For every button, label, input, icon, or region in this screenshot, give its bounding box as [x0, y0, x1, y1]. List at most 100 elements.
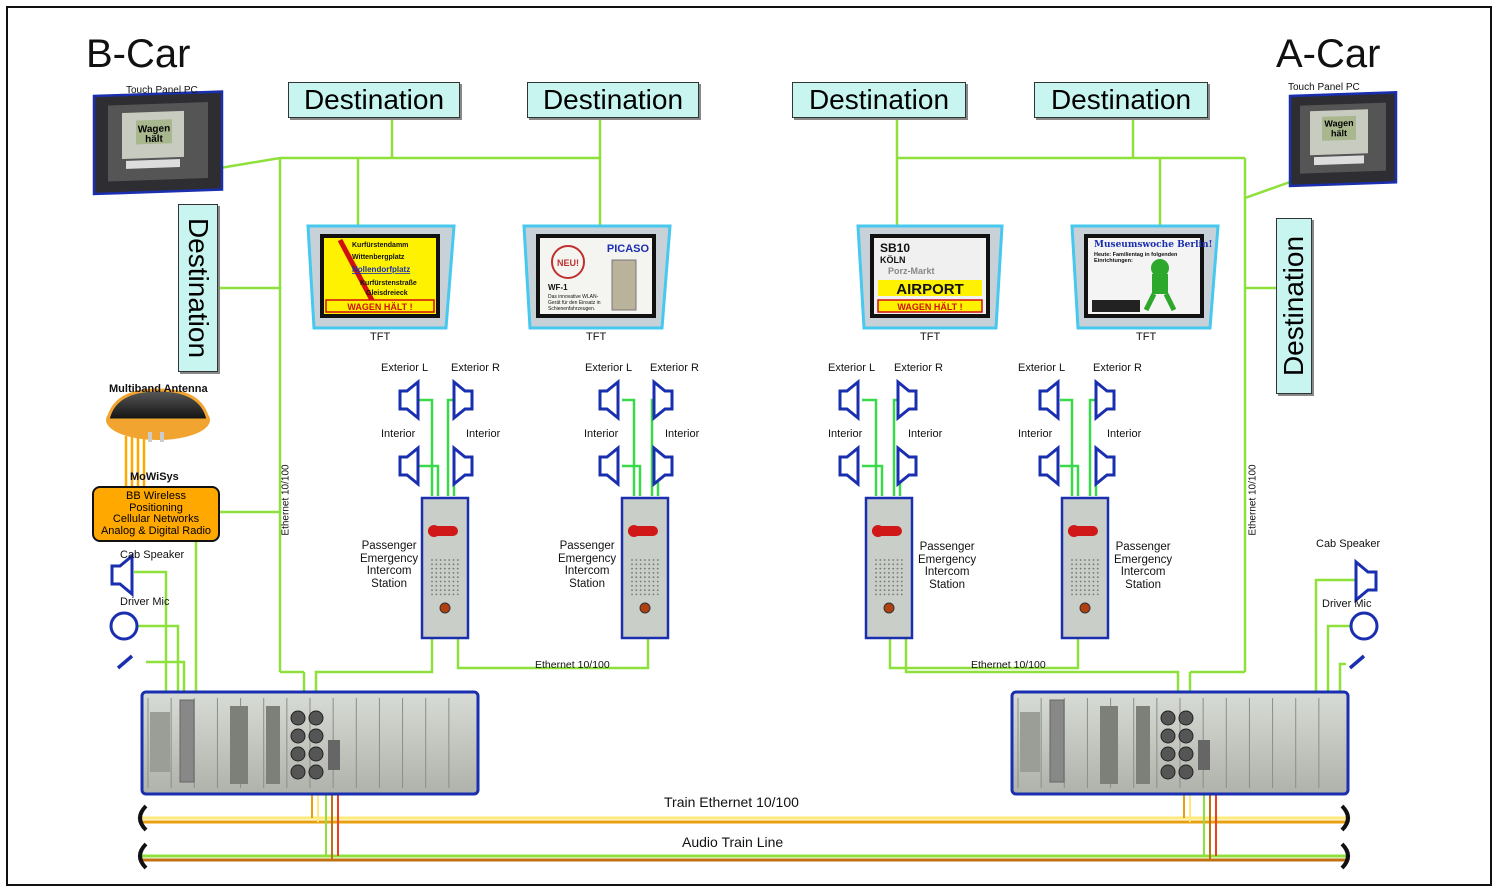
antenna-label: Multiband Antenna	[109, 383, 208, 395]
ethernet-label-vertical-right: Ethernet 10/100	[1247, 464, 1259, 536]
mowisys-line-3: Cellular Networks	[112, 513, 200, 525]
exterior-l-label-2: Exterior L	[585, 362, 633, 374]
svg-text:Gerät für den Einsatz in: Gerät für den Einsatz in	[548, 300, 601, 306]
intercom-label-1: Passenger Emergency Intercom Station	[360, 540, 418, 590]
intercom-station-1	[420, 496, 470, 640]
intercom-station-4	[1060, 496, 1110, 640]
train-ethernet-label: Train Ethernet 10/100	[664, 794, 799, 810]
cab-speaker-left-icon	[110, 552, 134, 598]
intercom-label-4-line-2: Emergency	[1114, 553, 1173, 566]
interior-r-label-4: Interior	[1107, 428, 1142, 440]
intercom-label-1-line-2: Emergency	[360, 552, 419, 565]
exterior-r-speaker-2-icon	[652, 378, 674, 422]
intercom-label-4-line-3: Intercom	[1120, 566, 1166, 578]
destination-box-2: Destination	[527, 82, 699, 118]
svg-text:SB10: SB10	[880, 241, 910, 255]
svg-text:Kurfürstenstraße: Kurfürstenstraße	[360, 280, 417, 287]
tft-monitor-4: Museumswoche Berlin! Heute: Familientag …	[1070, 224, 1220, 330]
intercom-label-3-line-2: Emergency	[918, 553, 977, 566]
interior-r-speaker-3-icon	[896, 444, 918, 488]
intercom-label-3-line-4: Station	[929, 578, 965, 591]
cab-speaker-left-label: Cab Speaker	[120, 549, 185, 561]
intercom-label-4-line-4: Station	[1125, 578, 1161, 591]
svg-text:Wittenbergplatz: Wittenbergplatz	[352, 254, 405, 261]
exterior-r-label-3: Exterior R	[894, 362, 943, 374]
exterior-l-speaker-4-icon	[1038, 378, 1060, 422]
control-racks	[140, 690, 1350, 796]
interior-l-speaker-2-icon	[598, 444, 620, 488]
intercom-station-2	[620, 496, 670, 640]
exterior-l-label-3: Exterior L	[828, 362, 876, 374]
exterior-r-speaker-1-icon	[452, 378, 474, 422]
mowisys-title: MoWiSys	[130, 471, 179, 483]
control-rack-1	[140, 690, 480, 796]
interior-r-label-1: Interior	[466, 428, 501, 440]
destination-box-4: Destination	[1034, 82, 1208, 118]
intercom-label-1-line-1: Passenger	[361, 540, 417, 552]
intercom-label-2-line-3: Intercom	[564, 565, 610, 577]
tft-label-1: TFT	[370, 331, 391, 343]
mowisys-line-4: Analog & Digital Radio	[100, 524, 212, 537]
intercom-label-2-line-2: Emergency	[558, 552, 617, 565]
tft-label-4: TFT	[1136, 331, 1157, 343]
exterior-l-speaker-1-icon	[398, 378, 420, 422]
svg-text:Nollendorfplatz: Nollendorfplatz	[352, 265, 410, 274]
mowisys-line-1: BB Wireless	[126, 490, 186, 502]
exterior-r-label-2: Exterior R	[650, 362, 699, 374]
antenna-cables	[124, 436, 146, 488]
control-rack-2	[1010, 690, 1350, 796]
intercom-label-4: Passenger Emergency Intercom Station	[1114, 541, 1172, 591]
svg-text:WAGEN HÄLT !: WAGEN HÄLT !	[897, 302, 962, 312]
intercom-label-3-line-3: Intercom	[924, 566, 970, 578]
driver-mic-left-icon	[109, 611, 139, 641]
cab-speaker-right-label: Cab Speaker	[1316, 538, 1381, 550]
intercom-stations	[420, 496, 1110, 640]
svg-text:PICASO: PICASO	[607, 243, 650, 255]
interior-r-label-2: Interior	[665, 428, 700, 440]
touch-panel-right: Wagen hält	[1288, 91, 1398, 188]
intercom-label-1-line-3: Intercom	[366, 565, 412, 577]
destination-box-1: Destination	[288, 82, 460, 118]
svg-text:Heute: Familientag in folgende: Heute: Familientag in folgenden	[1094, 252, 1178, 258]
mowisys-box: BB Wireless Positioning Cellular Network…	[92, 486, 220, 542]
destination-box-vertical-right: Destination	[1276, 218, 1312, 394]
svg-text:Wagen: Wagen	[138, 123, 170, 135]
exterior-r-speaker-4-icon	[1094, 378, 1116, 422]
switch-left-icon	[116, 654, 134, 670]
driver-mic-left-label: Driver Mic	[120, 596, 170, 608]
ethernet-label-vertical-left: Ethernet 10/100	[280, 464, 292, 536]
destination-vertical-left-text: Destination	[183, 217, 214, 359]
svg-text:KÖLN: KÖLN	[880, 255, 906, 265]
exterior-l-speaker-3-icon	[838, 378, 860, 422]
tft-label-3: TFT	[920, 331, 941, 343]
cab-speaker-right-icon	[1354, 558, 1378, 604]
interior-r-speaker-2-icon	[652, 444, 674, 488]
driver-mic-right-icon	[1349, 611, 1379, 641]
cab-devices	[109, 552, 1379, 670]
svg-text:WF-1: WF-1	[548, 283, 568, 292]
svg-text:Das innovative WLAN-: Das innovative WLAN-	[548, 294, 599, 300]
touch-panel-left-label: Touch Panel PC	[126, 85, 198, 96]
car-label-right: A-Car	[1276, 32, 1381, 76]
multiband-antenna	[106, 388, 210, 442]
interior-l-label-2: Interior	[584, 428, 619, 440]
driver-mic-right-label: Driver Mic	[1322, 598, 1372, 610]
interior-l-label-4: Interior	[1018, 428, 1053, 440]
speakers	[398, 378, 1116, 488]
car-label-left: B-Car	[86, 32, 191, 76]
audio-train-line-label: Audio Train Line	[682, 834, 784, 850]
exterior-l-speaker-2-icon	[598, 378, 620, 422]
ethernet-label-intercom-right: Ethernet 10/100	[971, 659, 1046, 671]
exterior-r-speaker-3-icon	[896, 378, 918, 422]
intercom-label-2-line-4: Station	[569, 577, 605, 590]
exterior-l-label-4: Exterior L	[1018, 362, 1066, 374]
intercom-label-3-line-1: Passenger	[919, 541, 975, 553]
exterior-l-label-1: Exterior L	[381, 362, 429, 374]
touch-panel-left: Wagen hält	[92, 90, 224, 196]
speaker-wiring	[418, 398, 1114, 496]
svg-text:WAGEN HÄLT !: WAGEN HÄLT !	[347, 302, 412, 312]
tft-monitor-3: SB10 KÖLN Porz-Markt AIRPORT WAGEN HÄLT …	[856, 224, 1004, 330]
svg-text:Einrichtungen:: Einrichtungen:	[1094, 258, 1133, 264]
exterior-r-label-4: Exterior R	[1093, 362, 1142, 374]
